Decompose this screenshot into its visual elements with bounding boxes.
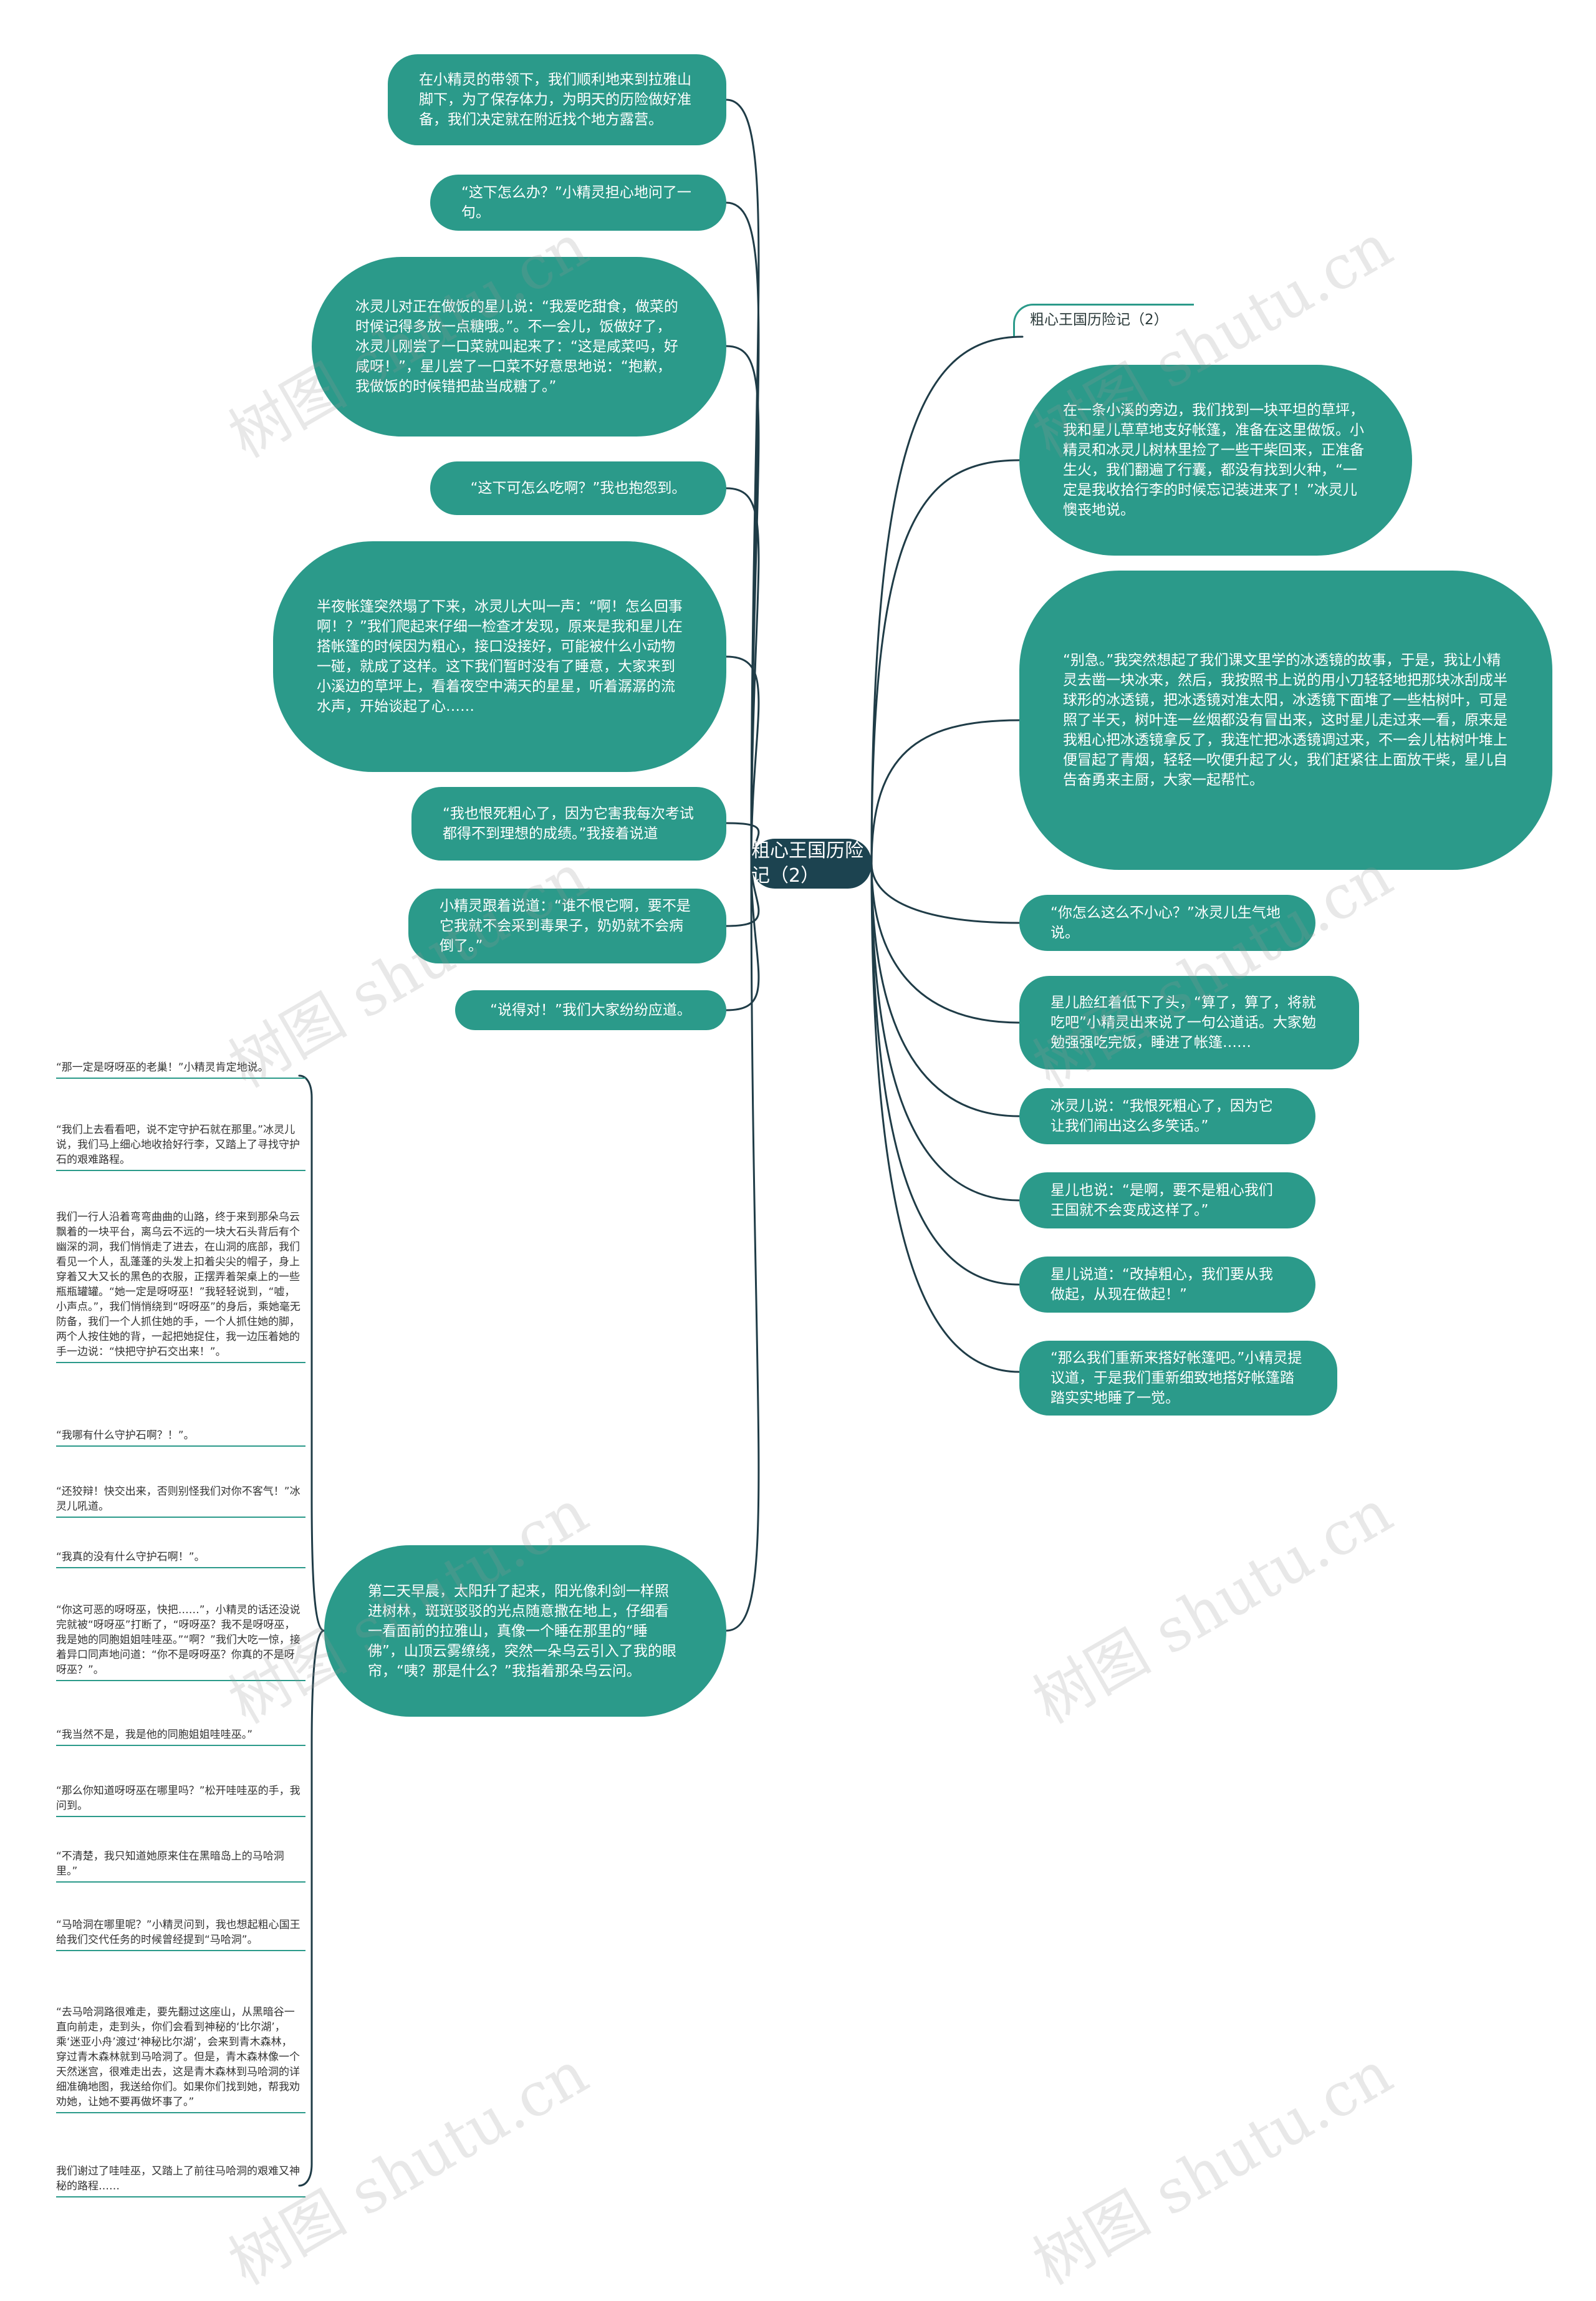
- edge-left-1: [725, 99, 760, 865]
- left-node-8[interactable]: “说得对！”我们大家纷纷应道。: [455, 990, 726, 1030]
- root-label: 粗心王国历险记（2）: [751, 840, 863, 887]
- left-node-2[interactable]: “这下怎么办？”小精灵担心地问了一句。: [430, 175, 726, 231]
- edge-right-2: [870, 719, 1021, 865]
- right-node-5[interactable]: 冰灵儿说：“我恨死粗心了，因为它让我们闹出这么多笑话。”: [1019, 1088, 1315, 1144]
- edge-right-6: [870, 862, 1021, 1202]
- leaf-text: “我当然不是，我是他的同胞姐姐哇哇巫。”: [56, 1729, 253, 1741]
- left-node-5[interactable]: 半夜帐篷突然塌了下来，冰灵儿大叫一声：“啊！怎么回事啊！？”我们爬起来仔细一检查…: [273, 541, 726, 772]
- edge-right-8: [870, 862, 1021, 1373]
- leaf-text: “我们上去看看吧，说不定守护石就在那里。”冰灵儿说，我们马上细心地收拾好行李，又…: [56, 1124, 300, 1166]
- node-text: 星儿说道：“改掉粗心，我们要从我做起，从现在做起！”: [1050, 1266, 1273, 1303]
- node-text: 第二天早晨，太阳升了起来，阳光像利剑一样照进树林，斑斑驳驳的光点随意撒在地上，仔…: [368, 1583, 676, 1679]
- leaf-2[interactable]: “我们上去看看吧，说不定守护石就在那里。”冰灵儿说，我们马上细心地收拾好行李，又…: [56, 1122, 305, 1171]
- edge-left-4: [725, 487, 760, 865]
- leaf-5[interactable]: “还狡辩！快交出来，否则别怪我们对你不客气！”冰灵儿吼道。: [56, 1484, 305, 1518]
- leaf-text: “马哈洞在哪里呢？”小精灵问到，我也想起粗心国王给我们交代任务的时候曾经提到“马…: [56, 1919, 300, 1946]
- edge-left-5: [725, 655, 760, 865]
- left-node-9[interactable]: 第二天早晨，太阳升了起来，阳光像利剑一样照进树林，斑斑驳驳的光点随意撒在地上，仔…: [324, 1545, 726, 1717]
- right-branch-tag[interactable]: 粗心王国历险记（2）: [1013, 304, 1194, 336]
- left-node-7[interactable]: 小精灵跟着说道：“谁不恨它啊，要不是它我就不会采到毒果子，奶奶就不会病倒了。”: [408, 889, 726, 963]
- node-text: “别急。”我突然想起了我们课文里学的冰透镜的故事，于是，我让小精灵去凿一块冰来，…: [1063, 652, 1507, 788]
- leaf-text: “那一定是呀呀巫的老巢！”小精灵肯定地说。: [56, 1061, 269, 1074]
- leaf-text: “我哪有什么守护石啊？！”。: [56, 1429, 195, 1442]
- right-node-2[interactable]: “别急。”我突然想起了我们课文里学的冰透镜的故事，于是，我让小精灵去凿一块冰来，…: [1019, 571, 1552, 870]
- leaf-10[interactable]: “不清楚，我只知道她原来住在黑暗岛上的马哈洞里。”: [56, 1849, 305, 1883]
- leaf-text: “还狡辩！快交出来，否则别怪我们对你不客气！”冰灵儿吼道。: [56, 1485, 300, 1513]
- node-text: “说得对！”我们大家纷纷应道。: [490, 1002, 691, 1018]
- leaf-6[interactable]: “我真的没有什么守护石啊！”。: [56, 1550, 305, 1568]
- edge-right-4: [870, 862, 1021, 1024]
- left-node-1[interactable]: 在小精灵的带领下，我们顺利地来到拉雅山脚下，为了保存体力，为明天的历险做好准备，…: [388, 54, 726, 145]
- leaf-text: “去马哈洞路很难走，要先翻过这座山，从黑暗谷一直向前走，走到头，你们会看到神秘的…: [56, 2006, 300, 2108]
- edge-left-9: [725, 862, 760, 1632]
- leaf-12[interactable]: “去马哈洞路很难走，要先翻过这座山，从黑暗谷一直向前走，走到头，你们会看到神秘的…: [56, 2005, 305, 2113]
- leaf-7[interactable]: “你这可恶的呀呀巫，快把……”，小精灵的话还没说完就被“呀呀巫”打断了，“呀呀巫…: [56, 1603, 305, 1681]
- node-text: 冰灵儿说：“我恨死粗心了，因为它让我们闹出这么多笑话。”: [1050, 1098, 1273, 1134]
- node-text: “这下可怎么吃啊？”我也抱怨到。: [470, 480, 686, 496]
- left-node-3[interactable]: 冰灵儿对正在做饭的星儿说：“我爱吃甜食，做菜的时候记得多放一点糖哦。”。不一会儿…: [312, 257, 726, 437]
- edge-left-8: [725, 862, 760, 1011]
- leaf-1[interactable]: “那一定是呀呀巫的老巢！”小精灵肯定地说。: [56, 1060, 305, 1079]
- leaf-13[interactable]: 我们谢过了哇哇巫，又踏上了前往马哈洞的艰难又神秘的路程……: [56, 2164, 305, 2197]
- node-text: “那么我们重新来搭好帐篷吧。”小精灵提议道，于是我们重新细致地搭好帐篷踏踏实实地…: [1050, 1350, 1302, 1406]
- edge-leaf-spine-top: [298, 1074, 325, 1632]
- node-text: “我也恨死粗心了，因为它害我每次考试都得不到理想的成绩。”我接着说道: [443, 806, 694, 842]
- leaf-11[interactable]: “马哈洞在哪里呢？”小精灵问到，我也想起粗心国王给我们交代任务的时候曾经提到“马…: [56, 1917, 305, 1951]
- leaf-3[interactable]: 我们一行人沿着弯弯曲曲的山路，终于来到那朵乌云飘着的一块平台，离乌云不远的一块大…: [56, 1210, 305, 1363]
- node-text: “你怎么这么不小心？”冰灵儿生气地说。: [1050, 905, 1281, 941]
- edge-right-1: [870, 459, 1021, 865]
- node-text: “这下怎么办？”小精灵担心地问了一句。: [461, 185, 691, 221]
- leaf-4[interactable]: “我哪有什么守护石啊？！”。: [56, 1428, 305, 1447]
- edge-right-tag: [870, 335, 1024, 865]
- node-text: 在一条小溪的旁边，我们找到一块平坦的草坪，我和星儿草草地支好帐篷，准备在这里做饭…: [1063, 402, 1364, 518]
- right-node-6[interactable]: 星儿也说：“是啊，要不是粗心我们王国就不会变成这样了。”: [1019, 1172, 1315, 1228]
- edge-right-5: [870, 862, 1021, 1117]
- node-text: 冰灵儿对正在做饭的星儿说：“我爱吃甜食，做菜的时候记得多放一点糖哦。”。不一会儿…: [355, 299, 678, 395]
- right-node-3[interactable]: “你怎么这么不小心？”冰灵儿生气地说。: [1019, 895, 1315, 951]
- leaf-text: “我真的没有什么守护石啊！”。: [56, 1551, 205, 1563]
- leaf-8[interactable]: “我当然不是，我是他的同胞姐姐哇哇巫。”: [56, 1727, 305, 1746]
- node-text: 星儿脸红着低下了头，“算了，算了，将就吃吧”小精灵出来说了一句公道话。大家勉勉强…: [1050, 995, 1316, 1051]
- leaf-text: “你这可恶的呀呀巫，快把……”，小精灵的话还没说完就被“呀呀巫”打断了，“呀呀巫…: [56, 1604, 300, 1676]
- node-text: 在小精灵的带领下，我们顺利地来到拉雅山脚下，为了保存体力，为明天的历险做好准备，…: [419, 72, 691, 128]
- right-node-7[interactable]: 星儿说道：“改掉粗心，我们要从我做起，从现在做起！”: [1019, 1257, 1315, 1313]
- leaf-9[interactable]: “那么你知道呀呀巫在哪里吗？”松开哇哇巫的手，我问到。: [56, 1783, 305, 1817]
- leaf-text: “不清楚，我只知道她原来住在黑暗岛上的马哈洞里。”: [56, 1850, 284, 1878]
- leaf-text: 我们谢过了哇哇巫，又踏上了前往马哈洞的艰难又神秘的路程……: [56, 2165, 300, 2192]
- node-text: 星儿也说：“是啊，要不是粗心我们王国就不会变成这样了。”: [1050, 1182, 1273, 1218]
- leaf-text: “那么你知道呀呀巫在哪里吗？”松开哇哇巫的手，我问到。: [56, 1785, 300, 1812]
- edge-right-7: [870, 862, 1021, 1286]
- edge-right-3: [870, 862, 1021, 924]
- edge-left-3: [725, 345, 760, 865]
- node-text: 半夜帐篷突然塌了下来，冰灵儿大叫一声：“啊！怎么回事啊！？”我们爬起来仔细一检查…: [317, 599, 683, 715]
- right-node-8[interactable]: “那么我们重新来搭好帐篷吧。”小精灵提议道，于是我们重新细致地搭好帐篷踏踏实实地…: [1019, 1341, 1337, 1416]
- left-node-4[interactable]: “这下可怎么吃啊？”我也抱怨到。: [430, 461, 726, 515]
- right-tag-label: 粗心王国历险记（2）: [1030, 312, 1168, 328]
- node-text: 小精灵跟着说道：“谁不恨它啊，要不是它我就不会采到毒果子，奶奶就不会病倒了。”: [440, 898, 691, 954]
- edge-leaf-spine-bottom: [298, 1629, 325, 2187]
- leaf-text: 我们一行人沿着弯弯曲曲的山路，终于来到那朵乌云飘着的一块平台，离乌云不远的一块大…: [56, 1211, 300, 1358]
- right-node-1[interactable]: 在一条小溪的旁边，我们找到一块平坦的草坪，我和星儿草草地支好帐篷，准备在这里做饭…: [1019, 365, 1412, 556]
- right-node-4[interactable]: 星儿脸红着低下了头，“算了，算了，将就吃吧”小精灵出来说了一句公道话。大家勉勉强…: [1019, 976, 1359, 1069]
- root-node[interactable]: 粗心王国历险记（2）: [751, 839, 872, 889]
- left-node-6[interactable]: “我也恨死粗心了，因为它害我每次考试都得不到理想的成绩。”我接着说道: [411, 787, 726, 861]
